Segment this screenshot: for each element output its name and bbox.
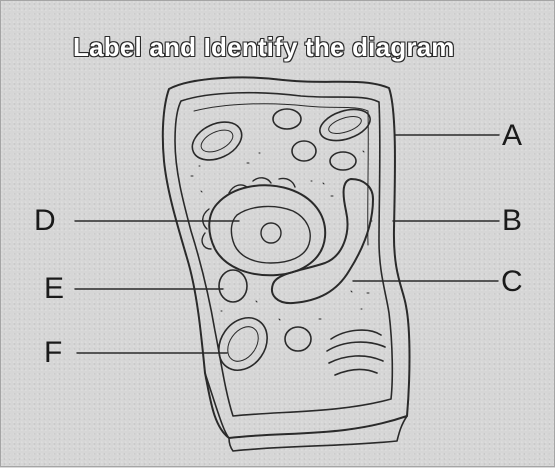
chloroplast-top-right-inner — [327, 113, 364, 137]
label-e: E — [44, 274, 64, 304]
cytoplasm-speckles — [191, 151, 372, 320]
mitochondrion-mid-2 — [330, 152, 356, 170]
label-b: B — [502, 206, 522, 236]
nucleolus — [261, 223, 281, 243]
cell-wall-inner-shade — [194, 104, 368, 245]
chloroplast-top-left-inner — [198, 126, 236, 157]
chloroplast-top-left — [186, 115, 247, 168]
nucleus-inner — [231, 206, 310, 263]
label-d: D — [34, 206, 56, 236]
endoplasmic-reticulum — [202, 178, 295, 249]
mitochondrion-e — [219, 270, 247, 302]
nucleus-envelope — [209, 185, 325, 275]
golgi-apparatus — [327, 330, 385, 375]
label-a: A — [502, 121, 522, 151]
label-f: F — [44, 338, 62, 368]
mitochondrion-bottom — [285, 327, 311, 351]
cell-membrane — [175, 93, 392, 416]
mitochondrion-top — [273, 109, 301, 129]
cell-wall-bottom-face — [205, 373, 407, 451]
label-c: C — [501, 267, 523, 297]
vacuole — [272, 179, 373, 303]
chloroplast-lower-left — [209, 308, 277, 379]
mitochondrion-mid-1 — [292, 141, 316, 161]
